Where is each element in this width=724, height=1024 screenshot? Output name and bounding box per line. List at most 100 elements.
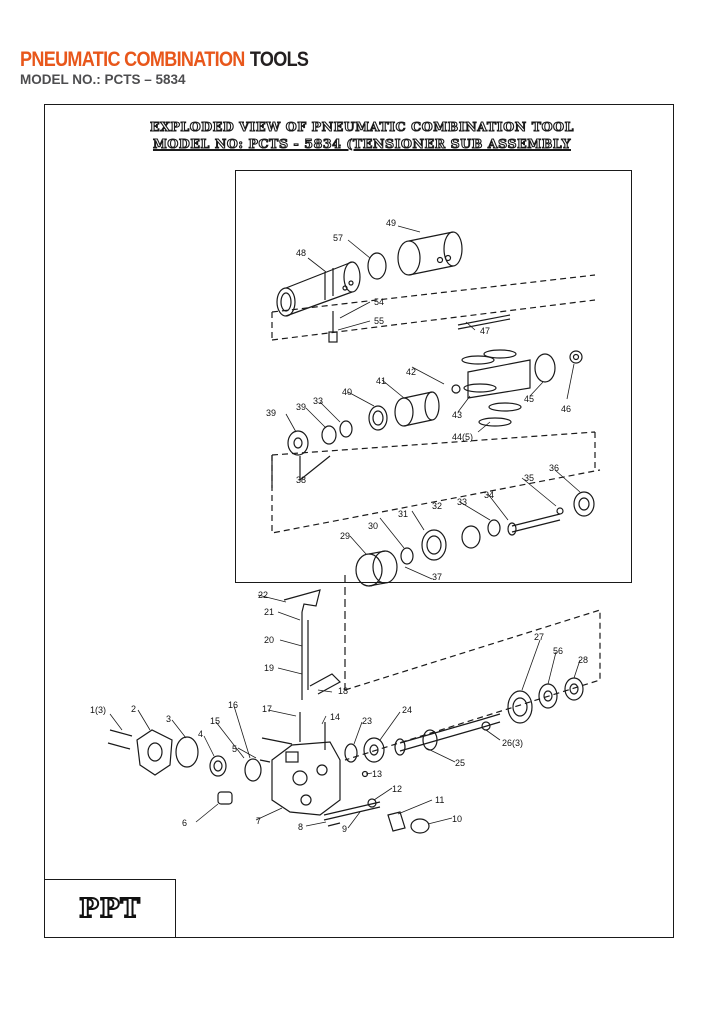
label-27: 27 [534, 632, 544, 642]
part-31 [421, 529, 447, 561]
model-number: MODEL NO.: PCTS – 5834 [20, 72, 186, 87]
part-39-b [287, 430, 309, 456]
part-2 [136, 729, 173, 776]
label-42: 42 [406, 367, 416, 377]
label-33-b: 33 [457, 497, 467, 507]
label-39: 39 [296, 402, 306, 412]
label-32: 32 [432, 501, 442, 511]
part-36 [573, 491, 595, 517]
part-25 [394, 713, 501, 756]
part-7 [271, 741, 341, 816]
part-5 [259, 759, 271, 763]
label-33: 33 [313, 396, 323, 406]
part-33 [339, 420, 353, 438]
part-28 [564, 677, 584, 701]
part-55 [328, 331, 338, 343]
label-8: 8 [298, 822, 303, 832]
diagram-title: EXPLODED VIEW OF PNEUMATIC COMBINATION T… [149, 118, 574, 134]
part-39-a [321, 425, 337, 445]
label-15: 15 [210, 716, 220, 726]
part-29 [355, 550, 398, 587]
part-15 [244, 758, 262, 782]
label-45: 45 [524, 394, 534, 404]
label-16: 16 [228, 700, 238, 710]
part-9 [323, 801, 381, 821]
part-49 [397, 231, 463, 276]
label-48: 48 [296, 248, 306, 258]
label-23: 23 [362, 716, 372, 726]
part-44 [461, 349, 522, 427]
label-55: 55 [374, 316, 384, 326]
label-24: 24 [402, 705, 412, 715]
part-4 [209, 755, 227, 777]
label-13: 13 [372, 769, 382, 779]
label-29: 29 [340, 531, 350, 541]
label-12: 12 [392, 784, 402, 794]
label-54: 54 [374, 297, 384, 307]
label-2: 2 [131, 704, 136, 714]
label-19: 19 [264, 663, 274, 673]
label-7: 7 [256, 816, 261, 826]
label-5: 5 [232, 744, 237, 754]
part-32 [461, 525, 481, 549]
part-1 [107, 729, 133, 750]
label-36: 36 [549, 463, 559, 473]
part-18 [309, 673, 341, 695]
brand-secondary: TOOLS [249, 48, 309, 71]
part-35 [556, 507, 564, 515]
part-6 [217, 791, 233, 805]
part-33-b [487, 519, 501, 537]
label-31: 31 [398, 509, 408, 519]
part-34 [511, 513, 561, 533]
label-57: 57 [333, 233, 343, 243]
label-44: 44(5) [452, 432, 473, 442]
part-47 [457, 314, 511, 330]
part-22 [283, 589, 321, 613]
label-34: 34 [484, 490, 494, 500]
part-23 [344, 743, 358, 763]
label-22: 22 [258, 590, 268, 600]
label-21: 21 [264, 607, 274, 617]
part-3 [175, 736, 199, 768]
label-43: 43 [452, 410, 462, 420]
label-25: 25 [455, 758, 465, 768]
label-20: 20 [264, 635, 274, 645]
leader-lines [109, 225, 581, 829]
label-40: 40 [342, 387, 352, 397]
label-9: 9 [342, 824, 347, 834]
label-14: 14 [330, 712, 340, 722]
guide-line [344, 609, 601, 761]
label-11: 11 [435, 795, 444, 805]
label-18: 18 [338, 686, 348, 696]
part-10 [410, 818, 430, 834]
part-48 [276, 261, 361, 317]
part-11 [387, 811, 406, 832]
part-27 [507, 690, 533, 724]
label-28: 28 [578, 655, 588, 665]
label-30: 30 [368, 521, 378, 531]
label-6: 6 [182, 818, 187, 828]
part-45 [534, 353, 556, 383]
label-17: 17 [262, 704, 272, 714]
label-1: 1(3) [90, 705, 106, 715]
part-43 [467, 359, 531, 399]
label-49: 49 [386, 218, 396, 228]
part-16 [261, 737, 293, 745]
label-4: 4 [198, 729, 203, 739]
part-57 [367, 252, 387, 280]
part-24 [363, 737, 385, 763]
label-3: 3 [166, 714, 171, 724]
label-35: 35 [524, 473, 534, 483]
guide-line [271, 431, 601, 534]
label-41: 41 [376, 376, 386, 386]
part-14 [299, 712, 326, 750]
part-40 [368, 405, 388, 431]
diagram-frame [44, 104, 674, 938]
label-38: 38 [296, 475, 306, 485]
part-12 [367, 798, 377, 808]
inset-frame [235, 170, 632, 583]
part-30 [400, 547, 414, 565]
part-labels: 49 57 48 54 55 47 42 41 40 33 39 39 43 4… [90, 218, 588, 834]
